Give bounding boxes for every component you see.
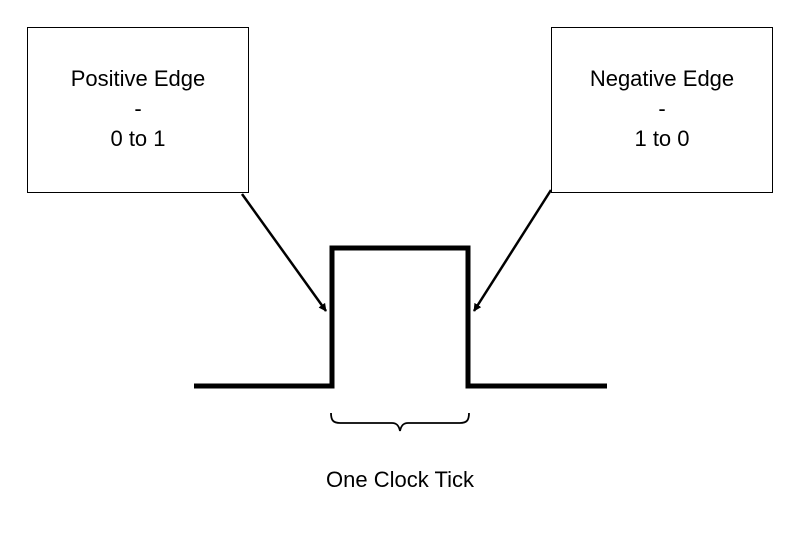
- positive-edge-title: Positive Edge: [70, 66, 206, 91]
- positive-edge-separator: -: [134, 96, 142, 121]
- clock-tick-label: One Clock Tick: [326, 467, 474, 492]
- negative-edge-box: Negative Edge - 1 to 0: [551, 27, 773, 193]
- positive-edge-transition: 0 to 1: [110, 126, 166, 151]
- negative-edge-title: Negative Edge: [589, 66, 735, 91]
- negative-edge-separator: -: [658, 96, 666, 121]
- negative-edge-transition: 1 to 0: [634, 126, 690, 151]
- negative-edge-arrow: [472, 189, 553, 312]
- clock-tick-brace: [330, 412, 470, 432]
- positive-edge-arrow: [240, 193, 328, 312]
- clock-waveform: [194, 245, 607, 389]
- positive-edge-box: Positive Edge - 0 to 1: [27, 27, 249, 193]
